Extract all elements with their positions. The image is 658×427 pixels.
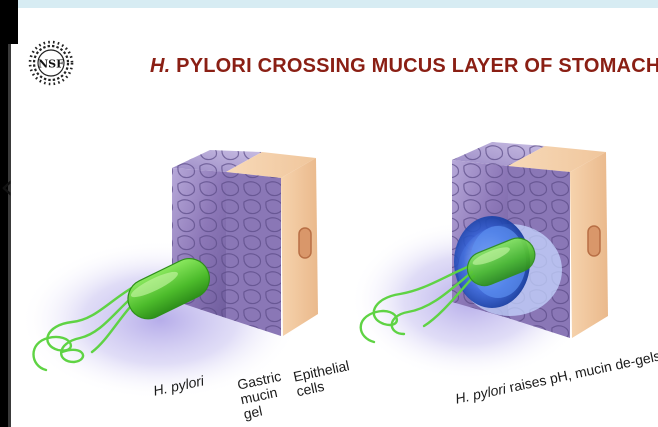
left-block (20, 150, 318, 400)
left-epi-nucleus (299, 228, 311, 258)
left-mucin-front-pattern (226, 172, 281, 336)
right-epi-nucleus (588, 226, 600, 256)
right-block (350, 142, 608, 380)
